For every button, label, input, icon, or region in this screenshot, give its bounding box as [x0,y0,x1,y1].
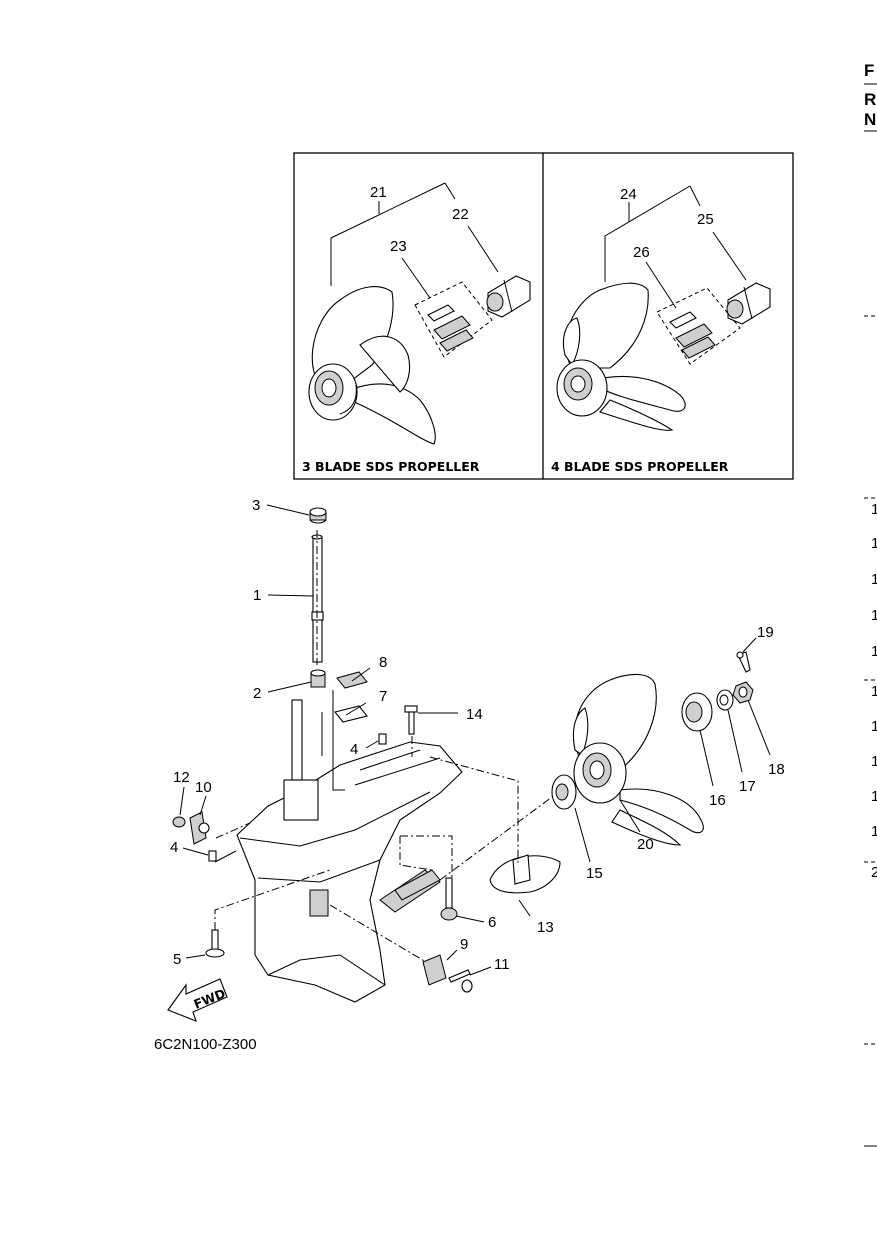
four-blade-propeller-panel: 24 25 26 4 BLADE SDS PROPELLER [551,185,771,474]
edge-number: 1 [871,643,877,660]
edge-letter-n: N [864,110,876,129]
callout-2: 2 [253,685,261,702]
propeller-nut-icon [732,681,754,704]
callout-14: 14 [466,706,483,723]
edge-number: 1 [871,753,877,770]
callout-17: 17 [739,778,756,795]
thrust-hub-icon [681,692,713,732]
bolt-icon [440,877,458,921]
caption-3-blade: 3 BLADE SDS PROPELLER [302,459,480,474]
thrust-hub-icon [726,282,771,325]
leader-lines [179,504,771,976]
edge-number: 1 [871,535,877,552]
callout-25: 25 [697,211,714,228]
callout-4: 4 [350,741,358,758]
bolt-icon [205,929,225,958]
callout-1: 1 [253,587,261,604]
thrust-hub-icon [486,275,531,318]
bushing-icon [309,507,327,524]
callout-4: 4 [170,839,178,856]
callout-12: 12 [173,769,190,786]
anode-icon [334,671,368,723]
edge-number: 1 [871,501,877,518]
callout-18: 18 [768,761,785,778]
callout-8: 8 [379,654,387,671]
cover-plate-icon [422,954,447,986]
edge-number: 1 [871,683,877,700]
spacer-icon [489,854,561,894]
callout-23: 23 [390,238,407,255]
three-blade-propeller-panel: 21 22 23 3 BLADE SDS PROPELLER [302,182,531,474]
callout-19: 19 [757,624,774,641]
three-blade-propeller-icon [308,286,436,445]
callout-7: 7 [379,688,387,705]
dowel-pin-icon [208,733,387,862]
diagram-code: 6C2N100-Z300 [154,1036,257,1053]
callout-21: 21 [370,184,387,201]
edge-number: 1 [871,718,877,735]
spline-insert-icon [414,281,493,358]
callout-13: 13 [537,919,554,936]
lower-case-icon [236,699,463,1003]
callout-15: 15 [586,865,603,882]
callout-24: 24 [620,186,637,203]
callout-10: 10 [195,779,212,796]
assembly-lines [214,530,553,963]
callout-20: 20 [637,836,654,853]
cotter-pin-icon [736,651,751,673]
edge-number: 1 [871,607,877,624]
propeller-icon [572,673,704,846]
edge-number: 1 [871,571,877,588]
main-exploded-view: FWD [154,497,785,1053]
edge-number: 1 [871,788,877,805]
screw-icon [448,969,473,993]
washer-icon [716,689,734,711]
forward-direction-arrow: FWD [167,978,228,1022]
propeller-inset: 21 22 23 3 BLADE SDS PROPELLER [293,152,794,480]
trim-tab-icon [189,811,210,845]
screw-icon [172,816,186,828]
collar-icon [310,669,326,688]
edge-number: 2 [871,864,877,881]
caption-4-blade: 4 BLADE SDS PROPELLER [551,459,729,474]
callout-26: 26 [633,244,650,261]
callout-16: 16 [709,792,726,809]
bolt-icon [404,705,418,735]
edge-letter-r: R [864,90,876,109]
callout-3: 3 [252,497,260,514]
callout-22: 22 [452,206,469,223]
callout-9: 9 [460,936,468,953]
four-blade-propeller-icon [556,282,686,431]
spline-insert-icon [656,287,741,365]
edge-letter-f: F [864,61,874,80]
callout-11: 11 [494,956,510,973]
callout-5: 5 [173,951,181,968]
callout-6: 6 [488,914,496,931]
thrust-washer-icon [551,774,577,810]
edge-number: 1 [871,823,877,840]
callout-numbers: 3 1 2 8 7 14 4 12 10 4 5 6 9 11 13 15 20… [170,497,785,973]
right-edge-fragments: F R N 1 1 1 1 1 1 1 1 1 1 2 [864,61,877,1147]
